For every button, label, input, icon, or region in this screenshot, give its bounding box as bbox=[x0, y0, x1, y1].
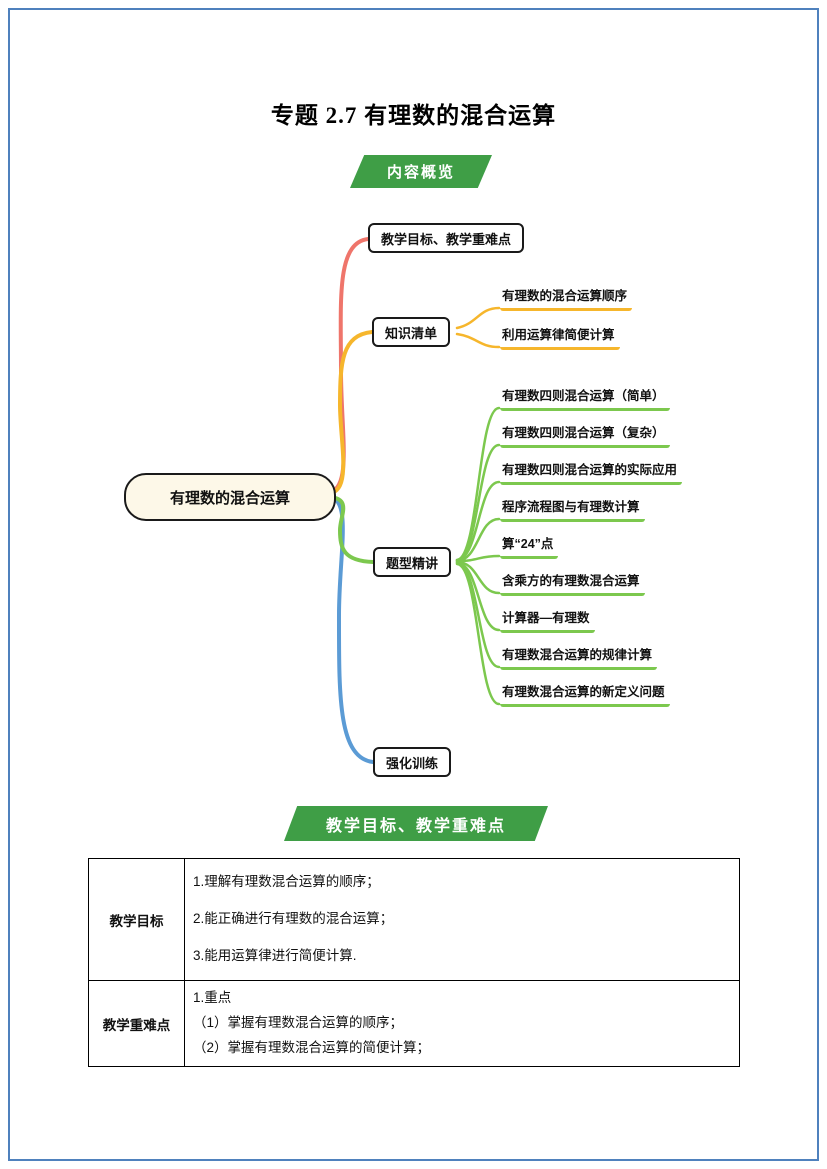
mindmap-root-label: 有理数的混合运算 bbox=[169, 489, 290, 507]
subline-topic-8 bbox=[455, 561, 501, 669]
table-line: （2）掌握有理数混合运算的简便计算； bbox=[193, 1040, 431, 1055]
subline-topic-2 bbox=[455, 443, 501, 562]
mindmap-leaf: 算“24”点 bbox=[500, 536, 559, 559]
overview-banner-label: 内容概览 bbox=[386, 164, 455, 181]
mindmap-leaf: 有理数混合运算的新定义问题 bbox=[500, 684, 670, 707]
subline-topic-9 bbox=[455, 562, 501, 706]
table-line: 3.能用运算律进行简便计算. bbox=[193, 948, 357, 963]
mindmap-leaf: 含乘方的有理数混合运算 bbox=[500, 573, 645, 596]
table-line: 2.能正确进行有理数的混合运算； bbox=[193, 911, 394, 926]
objectives-banner: 教学目标、教学重难点 bbox=[284, 806, 548, 841]
subline-topic-6 bbox=[455, 560, 501, 595]
branch-node-topic-lectures: 题型精讲 bbox=[373, 547, 452, 577]
mindmap-leaf: 利用运算律简便计算 bbox=[500, 327, 620, 350]
info-table: 教学目标 1.理解有理数混合运算的顺序； 2.能正确进行有理数的混合运算； 3.… bbox=[88, 858, 740, 1067]
objectives-banner-label: 教学目标、教学重难点 bbox=[325, 817, 506, 835]
subline-topic-7 bbox=[455, 561, 501, 632]
subline-topic-5 bbox=[455, 554, 501, 563]
mindmap-leaf: 有理数四则混合运算的实际应用 bbox=[500, 462, 683, 485]
mindmap-leaf: 有理数混合运算的规律计算 bbox=[500, 647, 658, 670]
mindmap-leaf: 有理数四则混合运算（复杂） bbox=[500, 425, 670, 448]
table-line: 1.理解有理数混合运算的顺序； bbox=[193, 874, 380, 889]
subline-knowledge-1 bbox=[455, 306, 501, 330]
table-row: 教学重难点 1.重点 （1）掌握有理数混合运算的顺序； （2）掌握有理数混合运算… bbox=[88, 980, 740, 1067]
page-title: 专题 2.7 有理数的混合运算 bbox=[270, 103, 557, 128]
branch-node-objectives: 教学目标、教学重难点 bbox=[368, 223, 525, 253]
overview-banner: 内容概览 bbox=[350, 155, 492, 188]
subline-topic-4 bbox=[455, 517, 501, 563]
branch-node-knowledge-list: 知识清单 bbox=[372, 317, 451, 347]
branch-line-objectives bbox=[328, 237, 370, 494]
mindmap-leaf: 有理数的混合运算顺序 bbox=[500, 288, 633, 311]
table-line: 1.重点 bbox=[193, 990, 232, 1005]
mindmap-leaf: 程序流程图与有理数计算 bbox=[500, 499, 645, 522]
row-header-cell: 教学重难点 bbox=[88, 980, 185, 1067]
branch-line-knowledge bbox=[328, 330, 374, 495]
mindmap-leaf: 有理数四则混合运算（简单） bbox=[500, 388, 670, 411]
row-content-cell: 1.重点 （1）掌握有理数混合运算的顺序； （2）掌握有理数混合运算的简便计算； bbox=[184, 980, 740, 1067]
subline-topic-1 bbox=[455, 406, 501, 562]
subline-topic-3 bbox=[455, 480, 501, 562]
branch-line-training bbox=[328, 495, 375, 764]
mindmap-root-node: 有理数的混合运算 bbox=[124, 473, 336, 521]
row-header-cell: 教学目标 bbox=[88, 858, 185, 981]
subline-knowledge-2 bbox=[455, 332, 501, 349]
branch-node-training: 强化训练 bbox=[373, 747, 452, 777]
branch-line-topics bbox=[328, 495, 375, 564]
table-row: 教学目标 1.理解有理数混合运算的顺序； 2.能正确进行有理数的混合运算； 3.… bbox=[88, 858, 740, 981]
row-content-cell: 1.理解有理数混合运算的顺序； 2.能正确进行有理数的混合运算； 3.能用运算律… bbox=[184, 858, 740, 981]
table-line: （1）掌握有理数混合运算的顺序； bbox=[193, 1015, 404, 1030]
mindmap-leaf: 计算器—有理数 bbox=[500, 610, 595, 633]
